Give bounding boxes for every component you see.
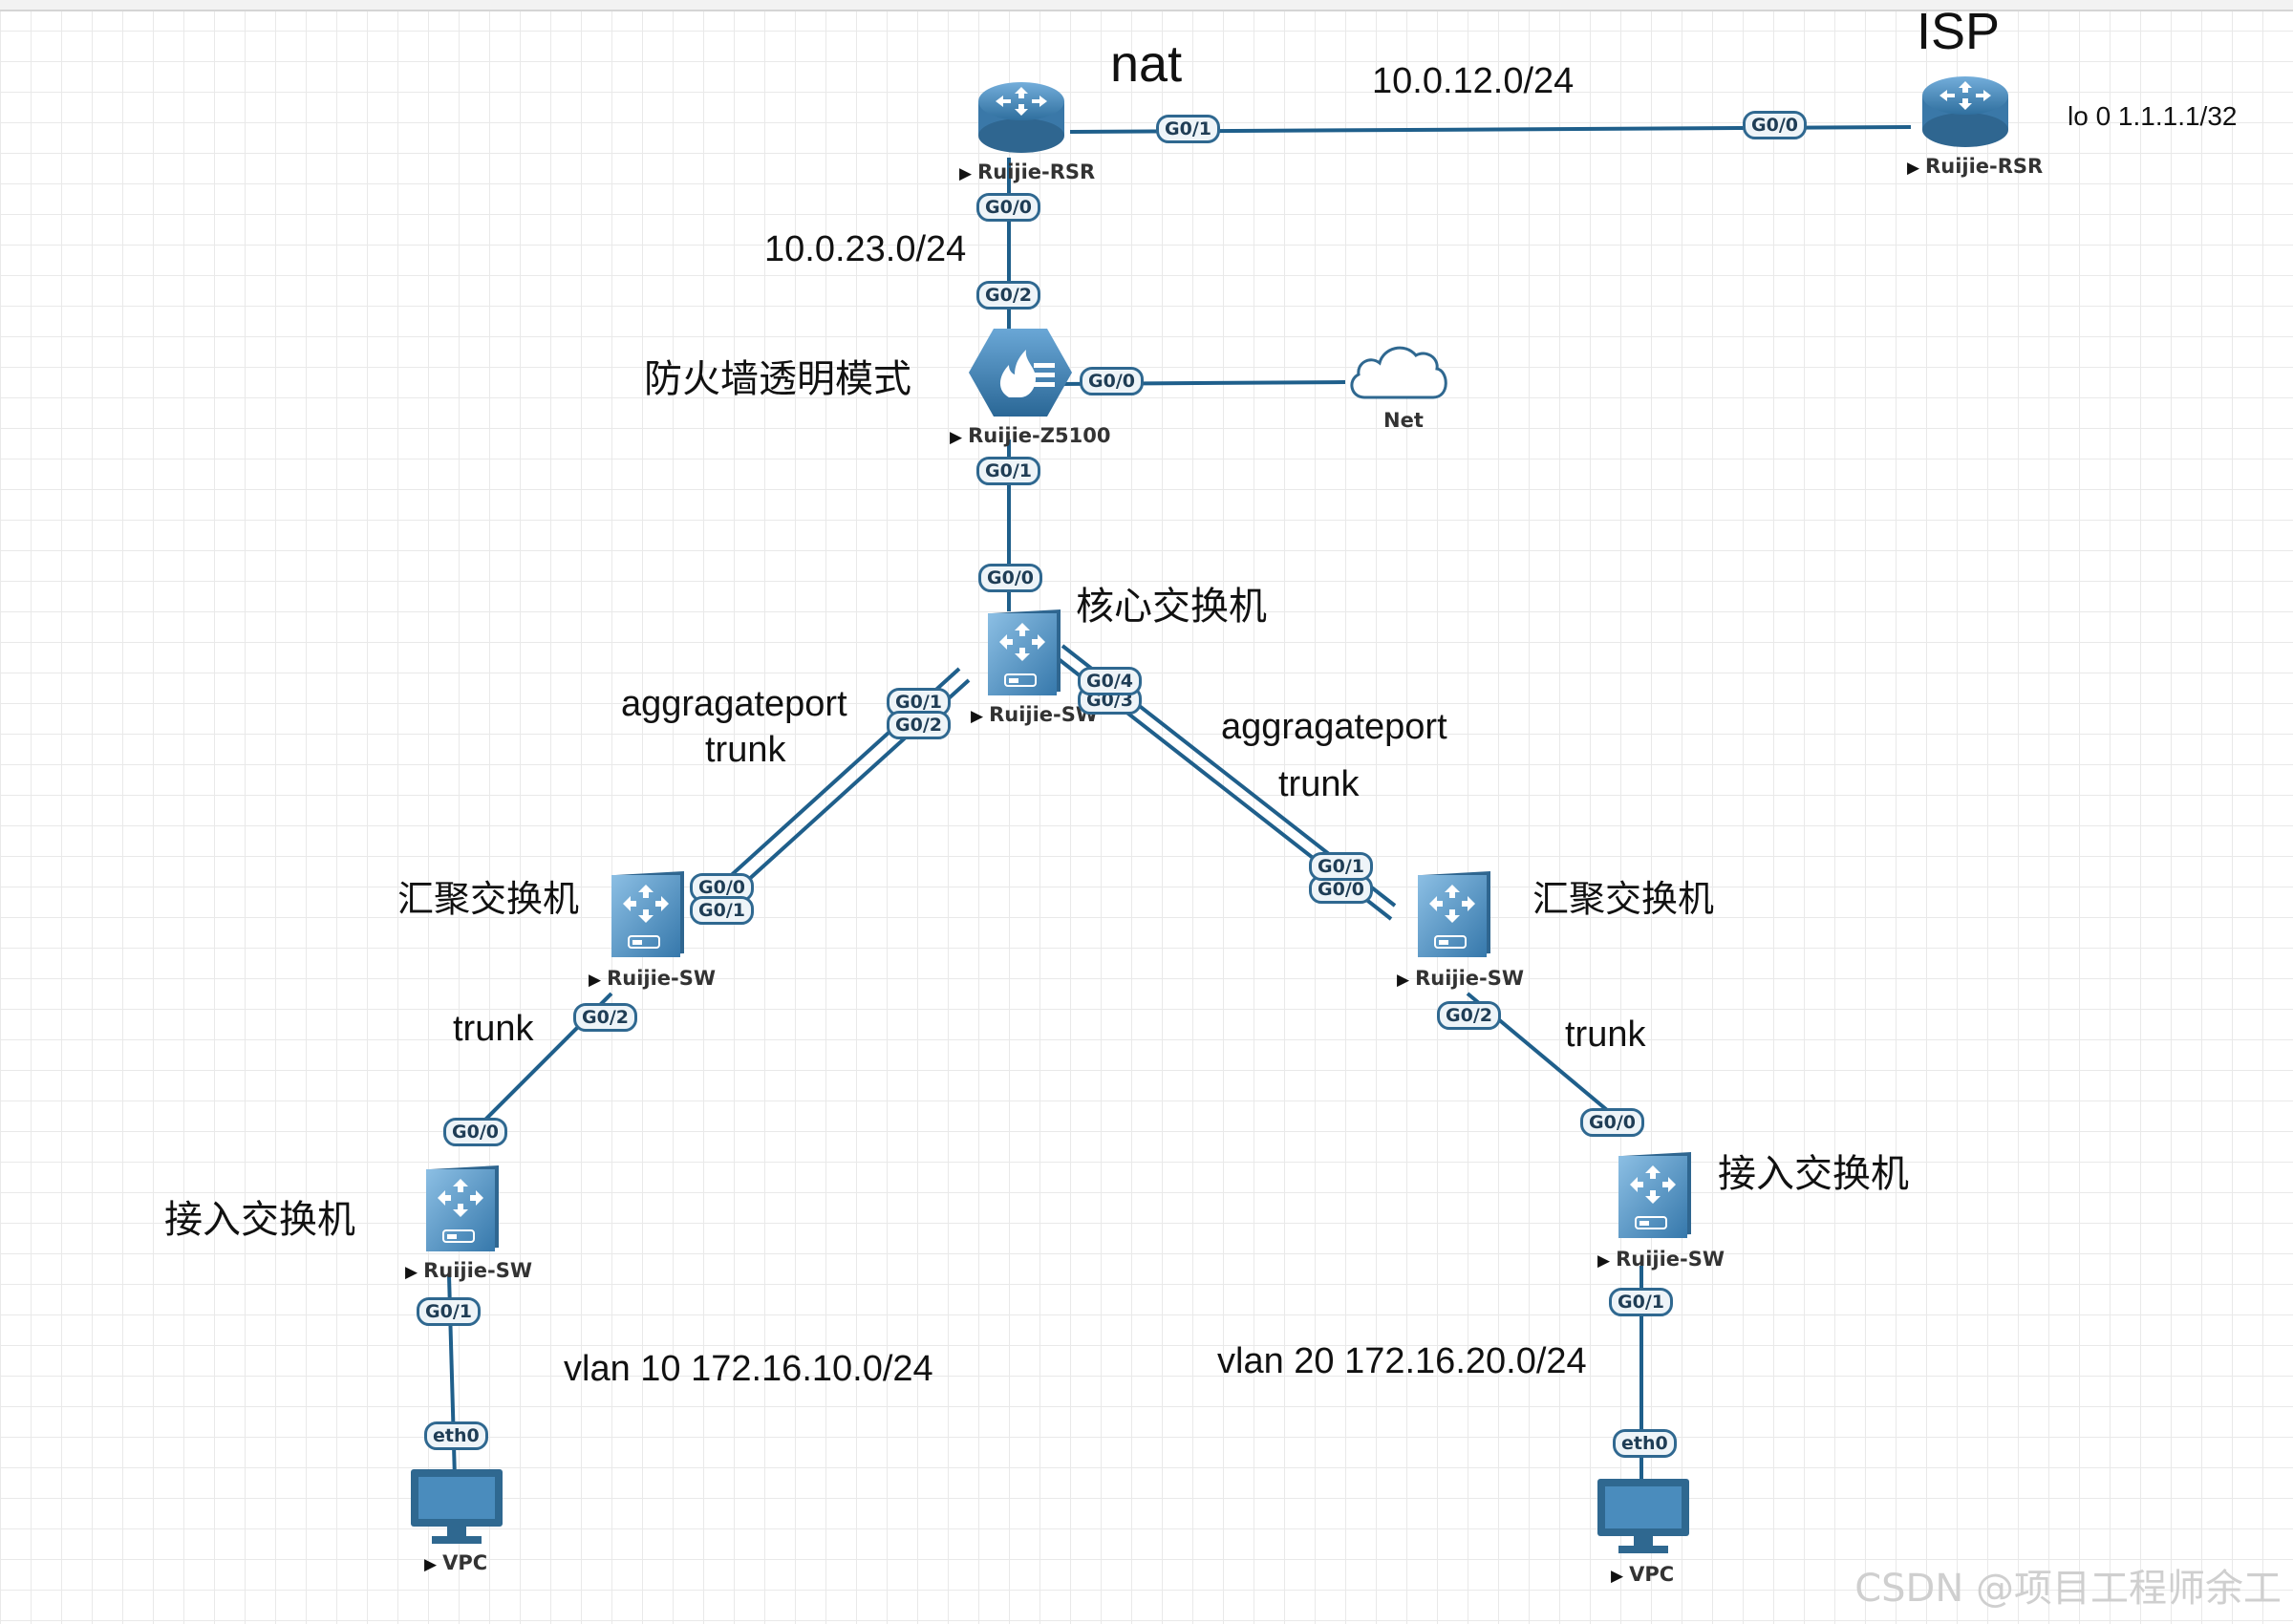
annotation-agg-port-left: aggragateport (621, 684, 847, 724)
annotation-agg-right-name: 汇聚交换机 (1532, 878, 1715, 920)
annotation-agg-port-right: aggragateport (1221, 707, 1447, 747)
firewall-icon (969, 329, 1072, 417)
switch-icon (988, 609, 1061, 695)
watermark: CSDN @项目工程师余工 (1854, 1567, 2282, 1611)
switch-icon (1618, 1152, 1691, 1238)
annotation-core: 核心交换机 (1076, 585, 1267, 629)
monitor-icon (411, 1469, 503, 1544)
agg-right-switch-node[interactable] (1414, 869, 1496, 959)
port-fw-g01[interactable]: G0/1 (976, 457, 1040, 485)
agg-left-switch-label: ▶Ruijie-SW (589, 967, 717, 990)
port-accr-g01[interactable]: G0/1 (1609, 1288, 1673, 1316)
router-icon (978, 82, 1064, 153)
annotation-acc-right-name: 接入交换机 (1718, 1152, 1909, 1196)
isp-router-label: ▶Ruijie-RSR (1907, 155, 2044, 178)
annotation-trunk-right-lower: trunk (1565, 1015, 1646, 1055)
annotation-trunk-left-upper: trunk (705, 730, 786, 770)
acc-right-switch-node[interactable] (1615, 1150, 1697, 1240)
isp-router-node[interactable] (1920, 71, 2010, 149)
port-accl-g00[interactable]: G0/0 (443, 1118, 507, 1146)
annotation-acc-left-name: 接入交换机 (164, 1198, 355, 1242)
annotation-fw-subnet: 10.0.23.0/24 (764, 229, 967, 269)
port-aggr-g01[interactable]: G0/1 (1309, 852, 1373, 881)
core-switch-node[interactable] (984, 608, 1066, 697)
port-vpcl-eth0[interactable]: eth0 (424, 1421, 488, 1450)
nat-router-node[interactable] (976, 76, 1066, 155)
nat-router-label: ▶Ruijie-RSR (959, 160, 1096, 183)
port-core-g00[interactable]: G0/0 (978, 564, 1042, 592)
vpc-left-node[interactable] (409, 1467, 504, 1546)
firewall-node[interactable] (967, 327, 1074, 418)
port-aggr-g02[interactable]: G0/2 (1437, 1001, 1501, 1030)
port-aggl-g01[interactable]: G0/1 (690, 896, 754, 925)
port-fw-g00[interactable]: G0/0 (1080, 367, 1144, 395)
router-icon (1922, 76, 2008, 147)
monitor-icon (1597, 1479, 1689, 1553)
port-core-g02[interactable]: G0/2 (887, 711, 951, 739)
acc-right-switch-label: ▶Ruijie-SW (1597, 1248, 1725, 1271)
vpc-right-node[interactable] (1596, 1477, 1691, 1555)
annotation-loopback: lo 0 1.1.1.1/32 (2068, 101, 2238, 131)
vpc-right-label: ▶VPC (1611, 1563, 1675, 1586)
port-accl-g01[interactable]: G0/1 (417, 1297, 481, 1326)
annotation-agg-left-name: 汇聚交换机 (397, 878, 580, 920)
annotation-isp: ISP (1917, 3, 2001, 60)
cloud-icon (1350, 346, 1447, 399)
annotation-vlan20: vlan 20 172.16.20.0/24 (1217, 1341, 1587, 1381)
annotation-nat: nat (1110, 35, 1183, 93)
annotation-trunk-right-upper: trunk (1278, 764, 1360, 804)
vpc-left-label: ▶VPC (424, 1551, 488, 1574)
top-toolbar-strip (0, 0, 2293, 11)
switch-icon (611, 871, 684, 957)
acc-left-switch-node[interactable] (422, 1164, 504, 1253)
annotation-trunk-left-lower: trunk (453, 1009, 534, 1049)
port-nat-g00[interactable]: G0/0 (976, 193, 1040, 222)
port-core-g04[interactable]: G0/4 (1078, 667, 1142, 695)
firewall-label: ▶Ruijie-Z5100 (950, 424, 1111, 447)
port-isp-g00[interactable]: G0/0 (1743, 111, 1807, 139)
agg-left-switch-node[interactable] (608, 869, 690, 959)
annotation-fw-mode: 防火墙透明模式 (644, 357, 911, 401)
cloud-label: Net (1383, 409, 1424, 432)
port-accr-g00[interactable]: G0/0 (1580, 1108, 1644, 1137)
switch-icon (1418, 871, 1490, 957)
annotation-wan-subnet: 10.0.12.0/24 (1372, 61, 1575, 101)
port-aggl-g02[interactable]: G0/2 (573, 1003, 637, 1032)
port-vpcr-eth0[interactable]: eth0 (1613, 1429, 1677, 1458)
annotation-vlan10: vlan 10 172.16.10.0/24 (564, 1349, 933, 1389)
agg-right-switch-label: ▶Ruijie-SW (1397, 967, 1525, 990)
acc-left-switch-label: ▶Ruijie-SW (405, 1259, 533, 1282)
switch-icon (426, 1165, 499, 1251)
port-fw-g02[interactable]: G0/2 (976, 281, 1040, 310)
cloud-node[interactable] (1345, 331, 1456, 403)
port-nat-g01[interactable]: G0/1 (1156, 115, 1220, 143)
